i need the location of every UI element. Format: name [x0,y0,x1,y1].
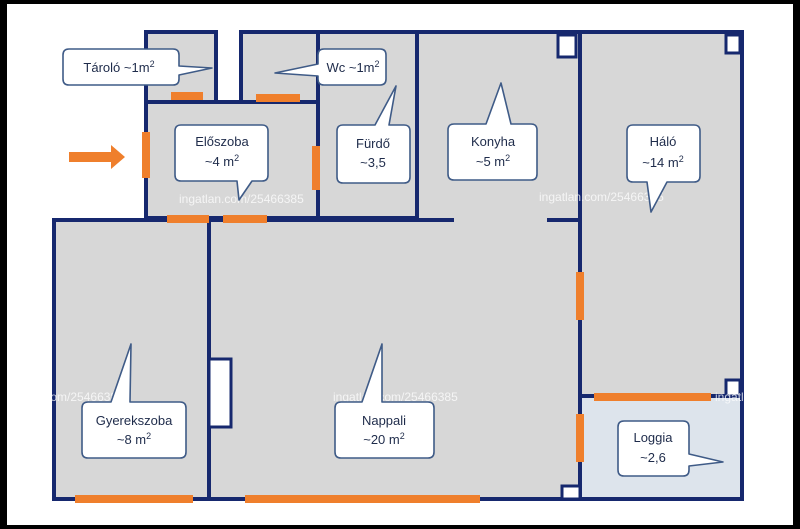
door-living-loggia [576,414,584,462]
callout-bathroom [336,85,411,184]
room-area-loggia: ~2,6 [640,450,666,465]
callout-bedroom [626,124,701,213]
room-name-childrens-room: Gyerekszoba [96,413,173,428]
callout-wc [274,48,387,86]
kitchen-niche [556,33,578,59]
callout-kitchen [447,82,538,181]
room-name-loggia: Loggia [633,430,673,445]
floor-plan-sheet: ingatlan.com/25466385 ingatlan.com/25466… [7,4,793,525]
door-hallway-south-right [223,215,267,223]
room-label-wc: Wc ~1m2 [326,59,379,75]
watermark: ingatlan.com/25466385 [715,390,793,404]
floor-plan: ingatlan.com/25466385 ingatlan.com/25466… [7,30,793,503]
room-area-bathroom: ~3,5 [360,155,386,170]
callout-living-room [334,343,435,459]
door-storage [171,92,203,100]
door-entrance [142,132,150,178]
watermark: ingatlan.com/25466385 [539,190,664,204]
bedroom-column [724,378,742,398]
room-bedroom [578,30,744,398]
bedroom-niche [724,33,742,55]
room-area-bedroom: ~14 m2 [642,154,684,170]
callout-childrens-room [81,343,187,459]
callout-hallway [174,124,269,201]
door-wc [256,94,300,102]
window-childrens-room [75,495,193,503]
window-living-room [245,495,480,503]
callout-storage [62,48,213,86]
door-bedroom-loggia [594,393,711,401]
door-bathroom [312,146,320,190]
callout-loggia [617,420,724,477]
watermark: ingatlan.com/25466385 [179,192,304,206]
room-name-living-room: Nappali [362,413,406,428]
room-name-kitchen: Konyha [471,134,516,149]
room-area-hallway: ~4 m2 [205,153,239,169]
room-name-bathroom: Fürdő [356,136,390,151]
room-area-childrens-room: ~8 m2 [117,431,151,447]
room-name-hallway: Előszoba [195,134,249,149]
room-label-storage: Tároló ~1m2 [83,59,154,75]
door-hallway-south-left [167,215,209,223]
room-area-kitchen: ~5 m2 [476,153,510,169]
door-bedroom [576,272,584,320]
arrow-right-icon [69,145,125,169]
room-area-living-room: ~20 m2 [363,431,405,447]
room-name-bedroom: Háló [650,134,677,149]
living-room-corner-niche [560,484,582,501]
watermark: ingatlan.com/25466385 [7,390,124,404]
living-room-niche [207,357,233,429]
